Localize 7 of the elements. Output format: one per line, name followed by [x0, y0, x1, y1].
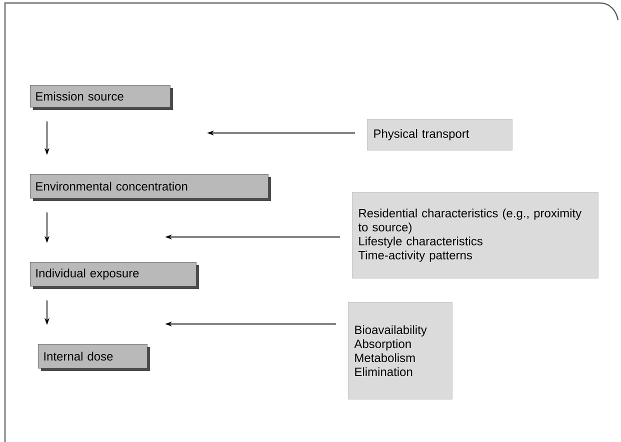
- stage-box: Individual exposure: [30, 262, 199, 289]
- factor-box: Bioavailability Absorption Metabolism Elimination: [348, 302, 452, 400]
- stage-box: Emission source: [30, 85, 173, 110]
- factor-box: Physical transport: [367, 119, 512, 150]
- stage-box: Internal dose: [38, 344, 150, 371]
- stage-box: Environmental concentration: [30, 174, 271, 201]
- factor-box: Residential characteristics (e.g., proximity to source) Lifestyle characteristics Time-activity patterns: [352, 192, 598, 278]
